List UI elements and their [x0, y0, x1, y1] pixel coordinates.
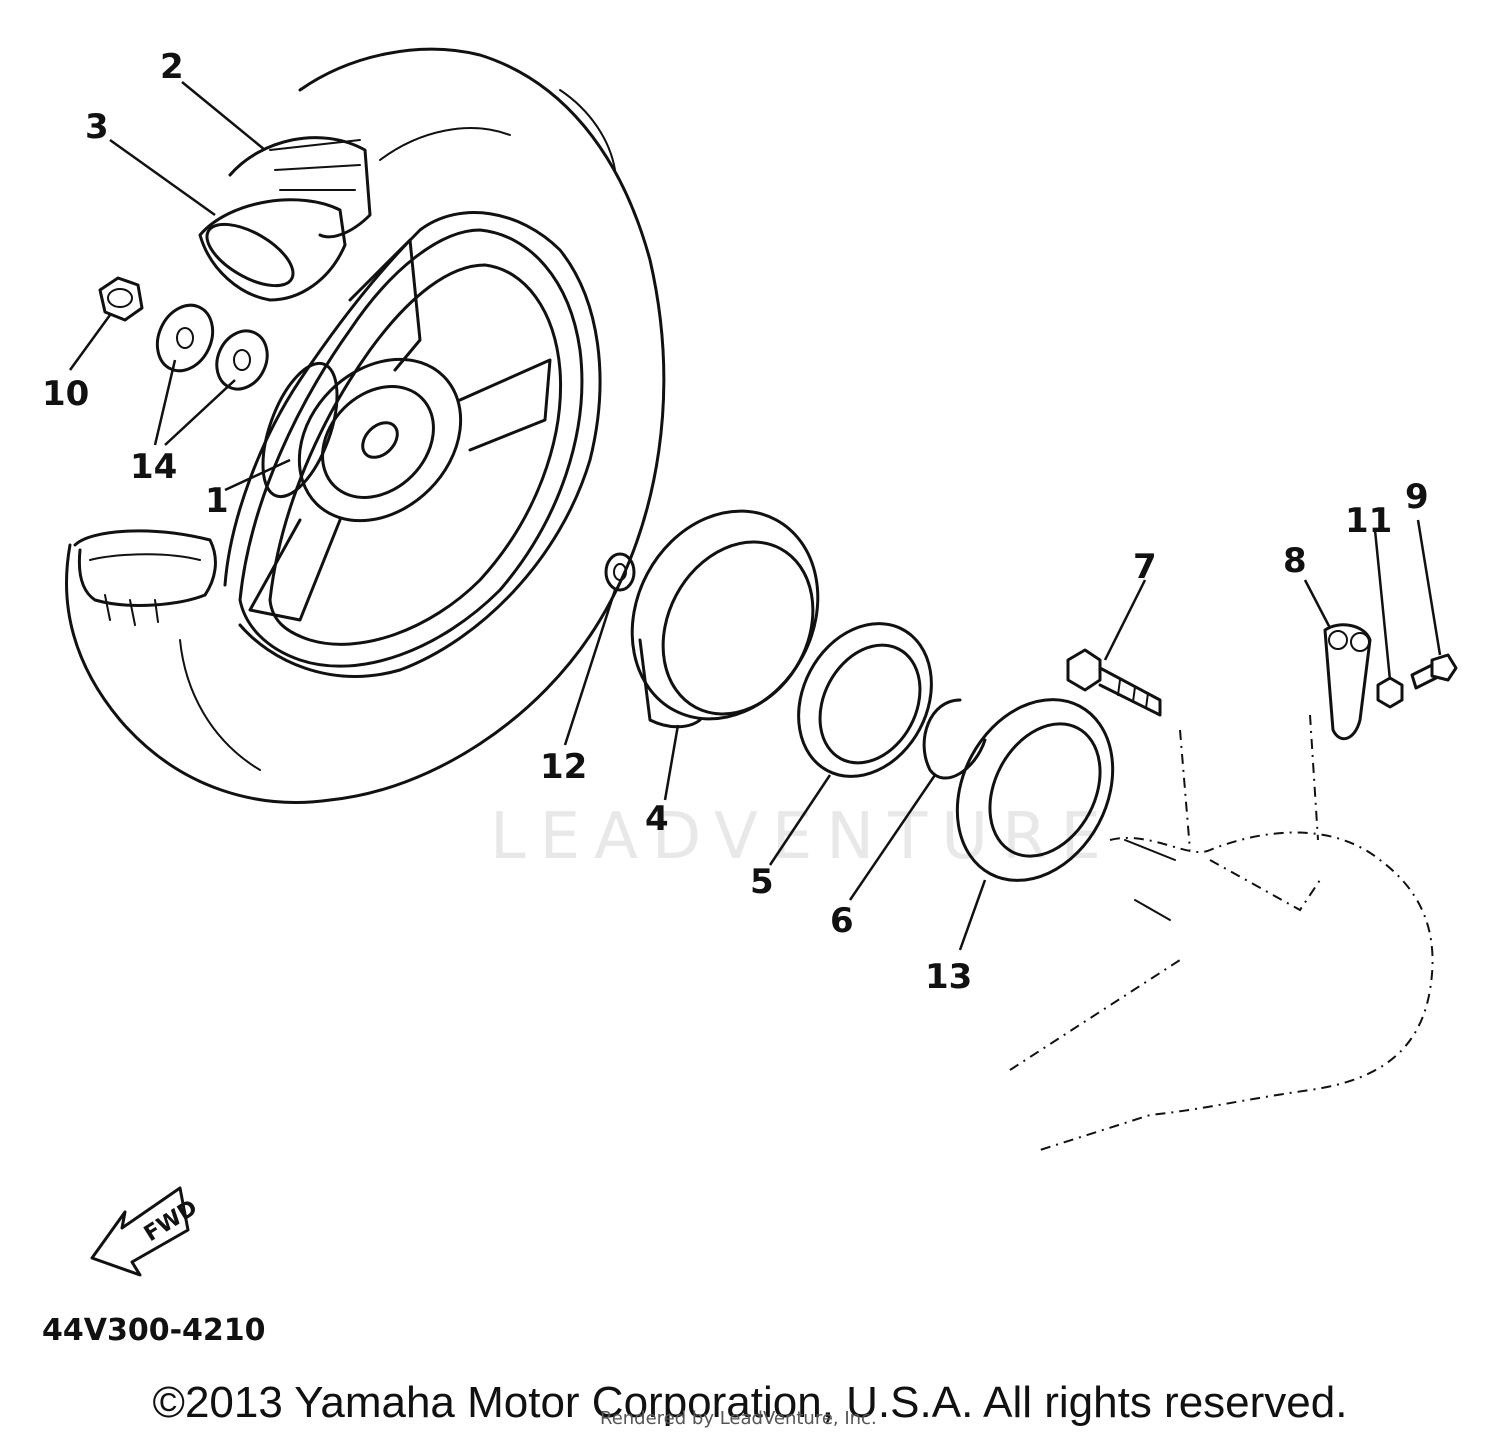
fwd-arrow: FWD: [90, 1186, 202, 1277]
tube-section: [198, 136, 372, 302]
nut-12: [604, 552, 636, 592]
nut-10: [98, 276, 144, 322]
watermark-text: LEADVENTURE: [490, 800, 1115, 874]
washer-14a: [155, 303, 215, 373]
tire: [65, 47, 666, 804]
lever-8: [1323, 623, 1372, 741]
rendered-by-note: Rendered by LeadVenture, Inc.: [600, 1408, 877, 1429]
washer-14b: [215, 329, 269, 391]
callout-9: 9: [1405, 477, 1429, 517]
diagram-code: 44V300-4210: [42, 1313, 266, 1348]
callout-6: 6: [830, 901, 854, 941]
seal-13: [955, 698, 1115, 882]
bolt-7: [1066, 648, 1162, 717]
engine-housing: [1009, 714, 1434, 1151]
callout-7: 7: [1133, 547, 1157, 587]
callout-4: 4: [645, 799, 669, 839]
callout-5: 5: [750, 862, 774, 902]
callout-1: 1: [205, 481, 229, 521]
brake-shoe-5: [797, 622, 933, 778]
washer-11: [1376, 676, 1404, 709]
callout-13: 13: [925, 957, 972, 997]
leader-lines: [68, 81, 1442, 951]
callout-12: 12: [540, 747, 587, 787]
wheel: [238, 228, 584, 668]
circlip-6: [922, 698, 987, 780]
callout-11: 11: [1345, 501, 1392, 541]
callout-2: 2: [160, 47, 184, 87]
bolt-9: [1410, 653, 1458, 690]
copyright-notice: ©2013 Yamaha Motor Corporation, U.S.A. A…: [152, 1378, 1348, 1427]
brake-drum-4: [630, 509, 820, 729]
callout-8: 8: [1283, 541, 1307, 581]
callout-labels: 2 3 10 14 1 12 4 5 6 7 13 8 11 9: [42, 47, 1429, 997]
callout-10: 10: [42, 374, 89, 414]
callout-14: 14: [130, 447, 177, 487]
callout-3: 3: [85, 107, 109, 147]
